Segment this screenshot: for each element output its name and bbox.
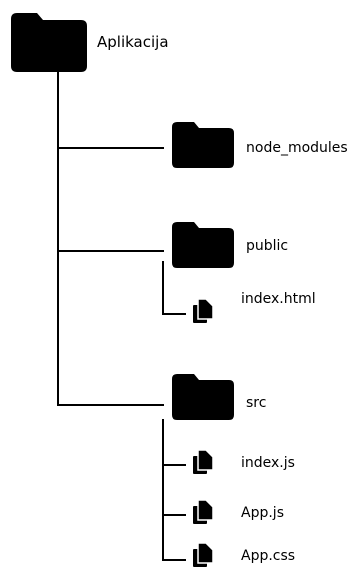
folder-icon	[172, 122, 234, 168]
file-icon	[193, 542, 214, 567]
folder-icon	[11, 13, 87, 72]
folder-icon	[172, 222, 234, 268]
file-label-index-html: index.html	[241, 291, 316, 307]
file-icon	[193, 449, 214, 474]
root-folder-label: Aplikacija	[97, 33, 169, 51]
file-icon	[193, 499, 214, 524]
folder-label-public: public	[246, 238, 289, 254]
file-icon	[193, 298, 214, 323]
file-label-app-js: App.js	[241, 505, 284, 521]
file-label-app-css: App.css	[241, 548, 296, 564]
file-label-index-js: index.js	[241, 455, 295, 471]
folder-icon	[172, 374, 234, 420]
folder-label-src: src	[246, 395, 267, 411]
tree-connectors	[57, 71, 186, 561]
folder-label-node-modules: node_modules	[246, 140, 348, 156]
